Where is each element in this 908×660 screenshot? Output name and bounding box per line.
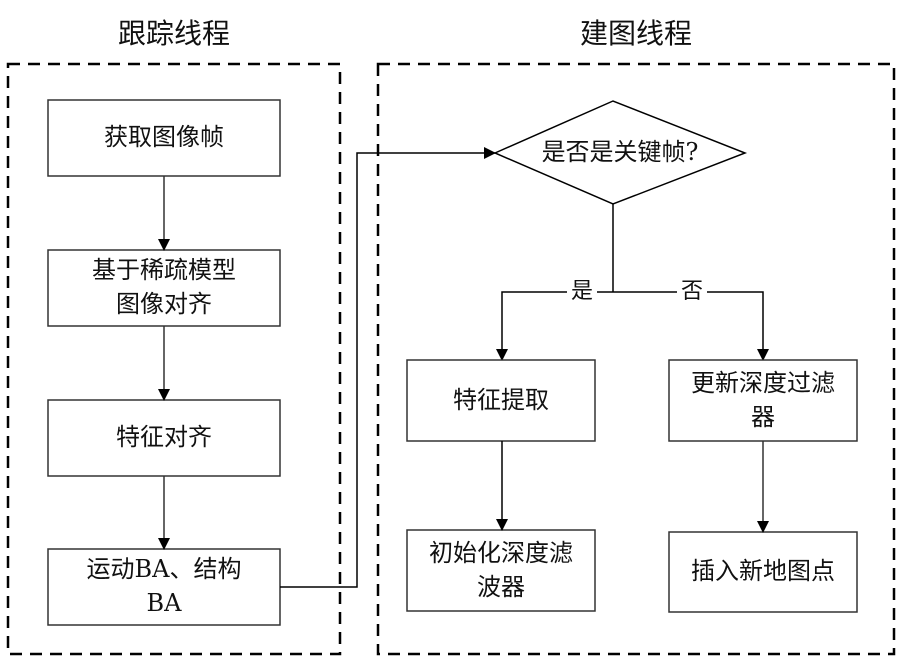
insert-points-box xyxy=(668,531,858,613)
mapping-thread-group xyxy=(376,62,896,656)
mapping-thread-title: 建图线程 xyxy=(579,17,692,51)
edge-ba-to-decision xyxy=(280,147,496,588)
insert-points-label: 插入新地图点 xyxy=(691,557,835,586)
acquire-label: 获取图像帧 xyxy=(104,123,224,152)
feature-extract-label: 特征提取 xyxy=(453,385,549,414)
update-filter-box xyxy=(668,359,858,442)
no-label: 否 xyxy=(677,281,708,303)
feature-align-label: 特征对齐 xyxy=(116,423,212,452)
ba-box xyxy=(47,548,281,626)
ba-label: 运动BA、结构 BA xyxy=(86,555,242,617)
edge-no-branch xyxy=(613,291,769,361)
keyframe-decision-label: 是否是关键帧? xyxy=(541,138,699,167)
keyframe-decision-diamond xyxy=(493,100,748,205)
init-filter-label: 初始化深度滤 波器 xyxy=(429,538,573,601)
update-filter-label: 更新深度过滤 器 xyxy=(691,368,835,431)
tracking-thread-group xyxy=(6,62,342,656)
align-sparse-label: 基于稀疏模型 图像对齐 xyxy=(92,256,236,318)
tracking-thread-title: 跟踪线程 xyxy=(117,17,230,51)
feature-extract-box xyxy=(406,359,596,442)
acquire-box xyxy=(47,99,281,177)
feature-align-box xyxy=(47,399,281,477)
yes-label: 是 xyxy=(567,281,598,303)
